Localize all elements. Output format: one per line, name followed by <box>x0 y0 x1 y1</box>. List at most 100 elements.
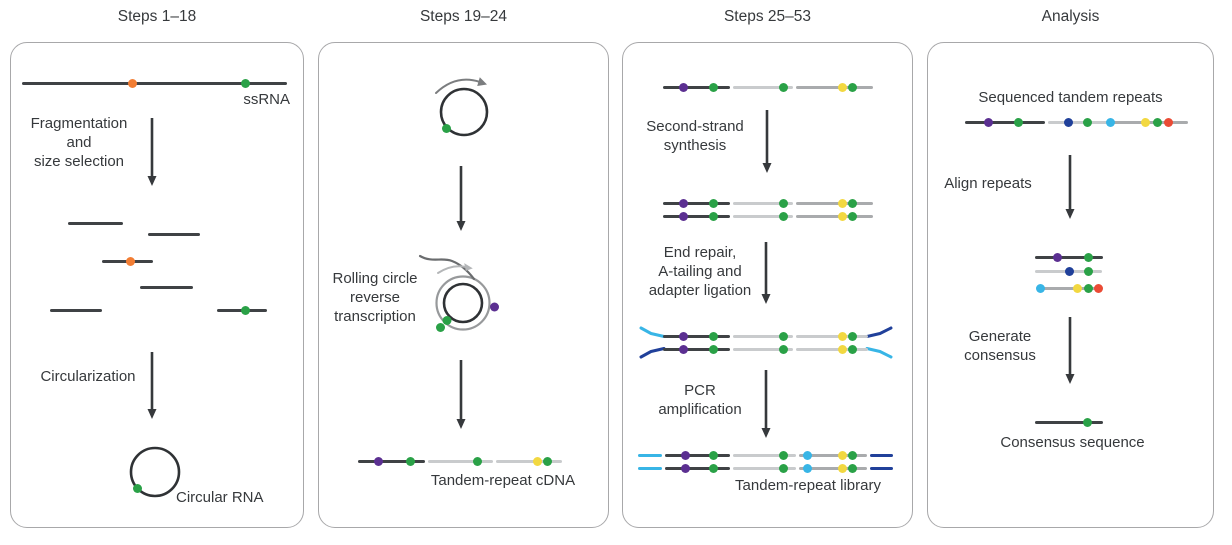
green-marker-dot <box>405 456 415 466</box>
strand-segment <box>358 459 425 463</box>
strand-segment <box>733 214 793 218</box>
tandem-repeat-library-label: Tandem-repeat library <box>735 477 881 494</box>
yellow-marker-dot <box>837 82 847 92</box>
strand-segment <box>663 201 730 205</box>
strand-segment <box>50 308 102 312</box>
strand-segment <box>638 453 662 457</box>
sequence-strand-aligned_repeat_3 <box>1035 283 1103 293</box>
column-title-steps-25-53: Steps 25–53 <box>723 8 812 25</box>
navy-marker-dot <box>1063 117 1073 127</box>
sequence-strand-double_strand_bottom <box>663 211 873 221</box>
sequence-strand-sequenced_read <box>965 117 1188 127</box>
green-marker-dot <box>1083 252 1093 262</box>
consensus-sequence-label: Consensus sequence <box>1000 434 1145 451</box>
navy-marker-dot <box>1064 266 1074 276</box>
green-marker-dot <box>847 82 857 92</box>
green-marker-dot <box>240 305 250 315</box>
green-marker-dot <box>847 450 857 460</box>
strand-segment <box>965 120 1045 124</box>
green-marker-dot <box>847 331 857 341</box>
sequence-strand-fragment_5 <box>50 306 102 315</box>
green-marker-dot <box>708 198 718 208</box>
strand-segment <box>1048 120 1110 124</box>
column-title-steps-19-24: Steps 19–24 <box>419 8 508 25</box>
sequence-strand-library_strand_bottom <box>638 463 893 473</box>
yellow-marker-dot <box>837 344 847 354</box>
sequence-strand-fragment_6 <box>217 305 267 315</box>
green-marker-dot <box>1013 117 1023 127</box>
strand-segment <box>1113 120 1188 124</box>
purple-marker-dot <box>678 211 688 221</box>
strand-segment <box>638 466 662 470</box>
align-repeats-label: Align repeats <box>944 175 1032 192</box>
yellow-marker-dot <box>837 331 847 341</box>
strand-segment <box>799 453 867 457</box>
green-marker-dot <box>240 78 250 88</box>
green-marker-dot <box>847 198 857 208</box>
green-marker-dot <box>708 450 718 460</box>
sequenced-repeats-label: Sequenced tandem repeats <box>978 89 1163 106</box>
strand-segment <box>496 459 562 463</box>
strand-segment <box>870 466 893 470</box>
strand-segment <box>663 334 730 338</box>
red-marker-dot <box>1093 283 1103 293</box>
green-marker-dot <box>1083 283 1093 293</box>
yellow-marker-dot <box>1072 283 1082 293</box>
pcr-label: PCR amplification <box>658 382 742 418</box>
sequence-strand-fragment_2 <box>148 230 200 239</box>
cyan-marker-dot <box>802 463 812 473</box>
green-marker-dot <box>708 463 718 473</box>
yellow-marker-dot <box>837 198 847 208</box>
green-marker-dot <box>472 456 482 466</box>
purple-marker-dot <box>1052 252 1062 262</box>
strand-segment <box>733 466 796 470</box>
green-marker-dot <box>847 211 857 221</box>
strand-segment <box>870 453 893 457</box>
column-title-steps-1-18: Steps 1–18 <box>117 8 197 25</box>
strand-segment <box>733 201 793 205</box>
strand-segment <box>68 221 123 225</box>
yellow-marker-dot <box>837 463 847 473</box>
strand-segment <box>799 466 867 470</box>
cyan-marker-dot <box>1105 117 1115 127</box>
purple-marker-dot <box>373 456 383 466</box>
yellow-marker-dot <box>1140 117 1150 127</box>
sequence-strand-ssrna_line <box>22 78 287 88</box>
circular-rna-label: Circular RNA <box>176 489 264 506</box>
purple-marker-dot <box>983 117 993 127</box>
green-marker-dot <box>847 463 857 473</box>
orange-marker-dot <box>125 256 135 266</box>
strand-segment <box>663 214 730 218</box>
sequence-strand-consensus_read <box>1035 417 1103 427</box>
strand-segment <box>148 232 200 236</box>
strand-segment <box>733 347 793 351</box>
strand-segment <box>1035 255 1103 259</box>
green-marker-dot <box>1082 417 1092 427</box>
strand-segment <box>733 453 796 457</box>
green-marker-dot <box>708 82 718 92</box>
strand-segment <box>665 466 730 470</box>
yellow-marker-dot <box>837 211 847 221</box>
green-marker-dot <box>778 211 788 221</box>
strand-segment <box>733 85 793 89</box>
sequence-strand-aligned_repeat_1 <box>1035 252 1103 262</box>
end-repair-label: End repair, A-tailing and adapter ligati… <box>648 244 752 299</box>
strand-segment <box>796 334 868 338</box>
green-marker-dot <box>778 82 788 92</box>
green-marker-dot <box>708 331 718 341</box>
green-marker-dot <box>1083 266 1093 276</box>
strand-segment <box>428 459 493 463</box>
purple-marker-dot <box>678 82 688 92</box>
generate-consensus-label: Generate consensus <box>964 328 1036 364</box>
strand-segment <box>1035 420 1103 424</box>
strand-segment <box>796 85 873 89</box>
strand-segment <box>796 214 873 218</box>
strand-segment <box>796 201 873 205</box>
yellow-marker-dot <box>532 456 542 466</box>
green-marker-dot <box>778 344 788 354</box>
green-marker-dot <box>1082 117 1092 127</box>
green-marker-dot <box>708 344 718 354</box>
green-marker-dot <box>708 211 718 221</box>
